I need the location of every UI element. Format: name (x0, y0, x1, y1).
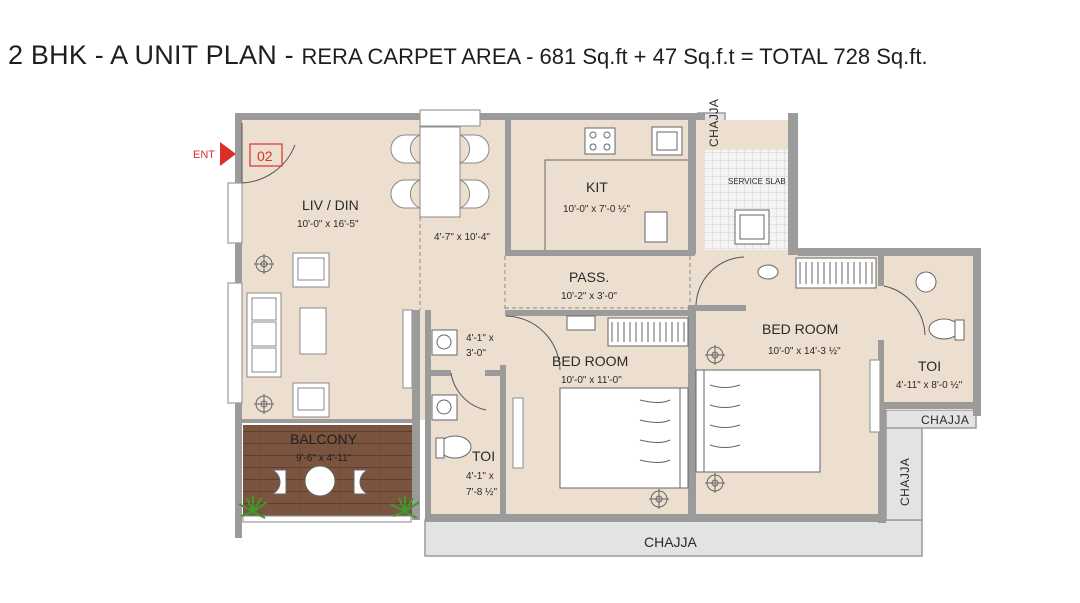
plan-title-main: 2 BHK - A UNIT PLAN - (8, 40, 302, 70)
room-dim-wash-line2: 3'-0" (466, 348, 486, 359)
room-dim-bedroom-2: 10'-0" x 14'-3 ½" (768, 346, 841, 357)
bedside-icon (566, 315, 596, 331)
room-name-liv-din: LIV / DIN (302, 197, 359, 213)
unit-number: 02 (257, 148, 273, 164)
chajja-label-top: CHAJJA (707, 99, 721, 147)
walls (227, 109, 981, 538)
plan-title: 2 BHK - A UNIT PLAN - RERA CARPET AREA -… (8, 40, 1080, 71)
room-dim-kitchen: 10'-0" x 7'-0 ½" (563, 204, 631, 215)
washbasin-icon (431, 394, 458, 421)
room-dim-balcony: 9'-6" x 4'-11" (296, 453, 352, 464)
entry-label: ENT (193, 149, 215, 161)
fridge-icon (644, 211, 668, 243)
wardrobes (607, 257, 877, 347)
room-name-balcony: BALCONY (290, 431, 358, 447)
kitchen-fixtures (511, 126, 770, 250)
room-name-toi-common: TOI (472, 448, 495, 464)
room-dim-wash-line1: 4'-1" x (466, 333, 494, 344)
hob-icon (584, 127, 616, 155)
balcony-chair-icon (271, 469, 287, 495)
bedside-icon (757, 264, 779, 280)
room-dim-toi-common-line2: 7'-8 ½" (466, 487, 497, 498)
doors (241, 123, 926, 411)
beds (559, 369, 821, 489)
room-labels: LIV / DIN 10'-0" x 16'-5" 4'-7" x 10'-4"… (290, 177, 963, 498)
room-name-service-slab: SERVICE SLAB (728, 177, 786, 186)
main-door-swing (241, 144, 296, 184)
balcony-chair-icon (353, 469, 369, 495)
room-name-kitchen: KIT (586, 179, 608, 195)
room-dim-liv-din: 10'-0" x 16'-5" (297, 219, 359, 230)
chajja-labels: CHAJJA CHAJJA CHAJJA CHAJJA (644, 99, 969, 550)
toilet-fixtures (431, 264, 965, 459)
entry-marker: ENT 02 (193, 142, 283, 167)
room-dim-toi-master: 4'-11" x 8'-0 ½" (896, 380, 963, 391)
entry-arrow-icon (220, 142, 236, 166)
room-name-bedroom-2: BED ROOM (762, 321, 838, 337)
chajja-label-right-small: CHAJJA (921, 413, 969, 427)
chajja-label-right-vertical: CHAJJA (898, 458, 912, 506)
plan-title-area: RERA CARPET AREA - 681 Sq.ft + 47 Sq.f.t… (301, 44, 928, 69)
chajja-label-bottom: CHAJJA (644, 534, 698, 550)
bed-icon (559, 387, 685, 489)
chajja-areas (424, 112, 977, 557)
dining-set-icon (390, 126, 490, 218)
balcony-table-icon (304, 465, 336, 497)
plant-icon (238, 496, 420, 519)
balcony-furniture (238, 465, 420, 519)
unit-number-box (249, 143, 283, 167)
room-dim-toi-common-line1: 4'-1" x (466, 471, 494, 482)
windows (242, 309, 881, 523)
room-dim-passage: 10'-2" x 3'-0" (561, 291, 617, 302)
coffee-table-icon (299, 307, 327, 355)
room-dim-dining: 4'-7" x 10'-4" (434, 232, 490, 243)
lamp-icons (254, 254, 725, 509)
washbasin-icon (915, 271, 937, 293)
room-name-passage: PASS. (569, 269, 609, 285)
room-dim-bedroom-1: 10'-0" x 11'-0" (561, 375, 622, 386)
room-name-bedroom-1: BED ROOM (552, 353, 628, 369)
room-name-toi-master: TOI (918, 358, 941, 374)
living-furniture (246, 252, 330, 418)
